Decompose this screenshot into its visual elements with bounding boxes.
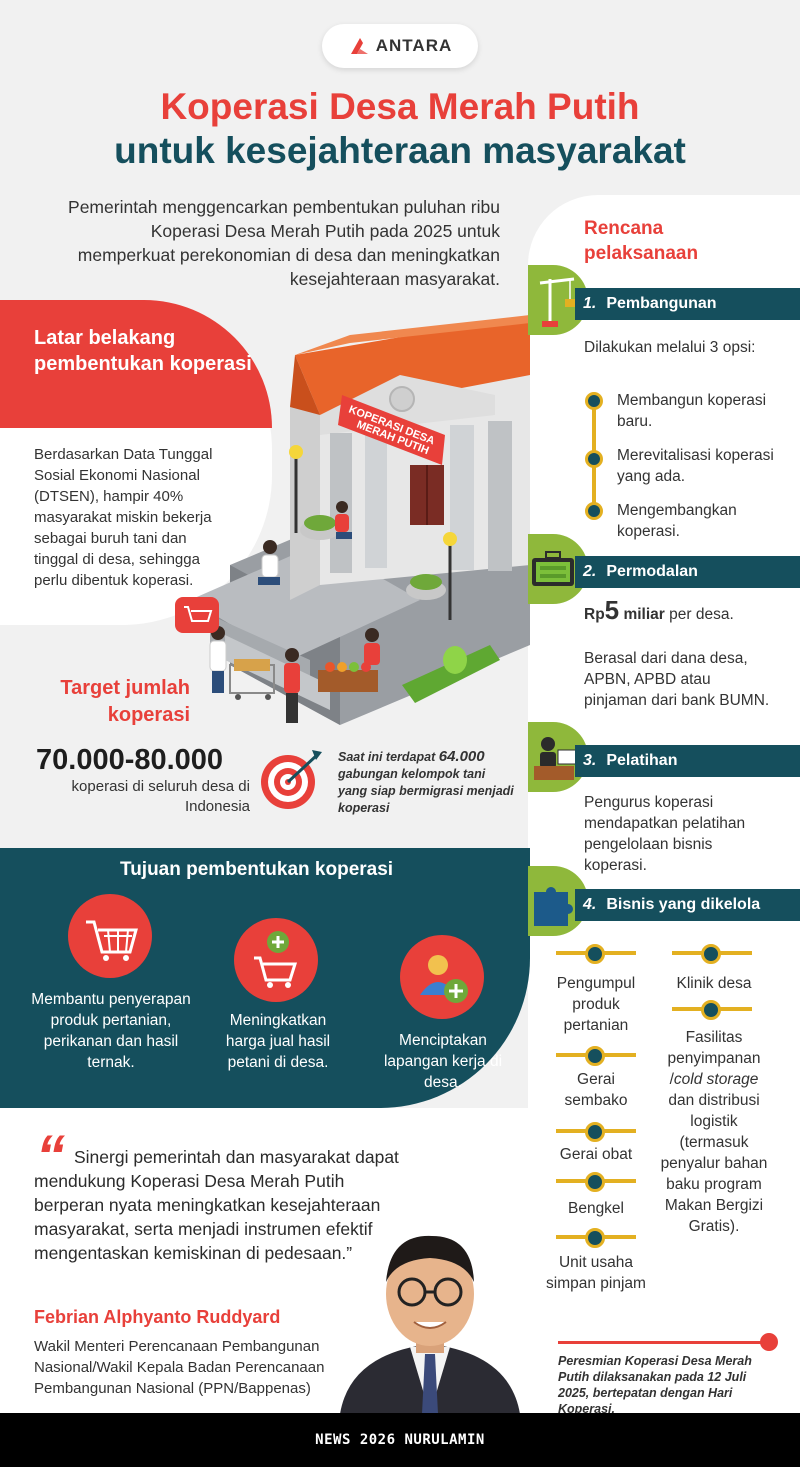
step-2-amount: Rp5 miliar per desa. [584,597,794,625]
step-1-label: Pembangunan [606,295,717,312]
business-item-2: Gerai sembako [564,1071,628,1109]
background-text: Berdasarkan Data Tunggal Sosial Ekonomi … [34,446,213,589]
step-2-label: Permodalan [606,563,698,580]
option-marker [585,392,603,410]
goal-text-3: Menciptakan lapangan kerja di desa. [383,1032,503,1091]
plan-panel [528,195,800,1413]
intro-text: Pemerintah menggencarkan pembentukan pul… [68,197,500,289]
business-marker [556,1122,636,1142]
step-3-bar: 3. Pelatihan [575,745,800,777]
target-title: Target jumlah koperasi [60,677,190,726]
money-case-icon [528,534,588,604]
business-marker [556,1228,636,1248]
business-marker [672,944,752,964]
goals-title: Tujuan pembentukan koperasi [120,859,394,880]
business-item-1: Pengumpul produk pertanian [556,975,636,1034]
step-2-bar: 2. Permodalan [575,556,800,588]
footer-banner: NEWS 2026 NURULAMIN [0,1413,800,1467]
goal-text-1: Membantu penyerapan produk pertanian, pe… [31,991,191,1071]
step-2-currency: Rp [584,606,605,623]
cart-plus-icon [234,918,318,1002]
business-item-6: Klinik desa [676,975,752,992]
business-item-7: Fasilitas penyimpanan /cold storage dan … [656,1027,772,1237]
step-3-text: Pengurus koperasi mendapatkan pelatihan … [584,794,746,874]
quote-mark-icon: “ [36,1124,65,1189]
business-item-7-post: dan distribusi logistik (termasuk penyal… [660,1092,768,1235]
business-item-7-italic: cold storage [673,1071,759,1088]
business-item-4: Bengkel [567,1200,624,1217]
cooperative-building-illustration: KOPERASI DESA MERAH PUTIH [175,315,530,725]
business-marker [556,944,636,964]
step-2-source: Berasal dari dana desa, APBN, APBD atau … [584,650,770,709]
presenter-icon [528,722,588,792]
inauguration-divider [558,1341,768,1344]
option-3: Mengembangkan koperasi. [617,502,737,540]
antara-logo-icon [350,38,368,54]
brand-name: ANTARA [375,36,453,55]
target-icon [261,750,322,809]
inauguration-dot [760,1333,778,1351]
step-1-bar: 1. Pembangunan [575,288,800,320]
inauguration-note: Peresmian Koperasi Desa Merah Putih dila… [558,1354,752,1416]
target-description: koperasi di seluruh desa di Indonesia [71,778,250,815]
business-marker [556,1046,636,1066]
target-number: 70.000-80.000 [36,744,224,776]
goal-text-2: Meningkatkan harga jual hasil petani di … [225,1012,331,1071]
business-item-7-pre: Fasilitas penyimpanan / [667,1029,761,1088]
business-marker [556,1172,636,1192]
quote-speaker-role: Wakil Menteri Perencanaan Pembangunan Na… [34,1338,325,1397]
business-item-3: Gerai obat [559,1146,633,1163]
target-note-prefix: Saat ini terdapat [338,750,439,764]
step-1-intro: Dilakukan melalui 3 opsi: [584,339,756,356]
brand-logo: ANTARA [322,24,478,68]
speaker-portrait [340,1235,520,1414]
option-1: Membangun koperasi baru. [617,392,767,430]
step-4-label: Bisnis yang dikelola [606,896,761,913]
quote-speaker-name: Febrian Alphyanto Ruddyard [34,1307,281,1327]
step-3-number: 3. [583,752,597,769]
target-note-suffix: gabungan kelompok tani yang siap bermigr… [338,767,514,815]
option-marker [585,450,603,468]
step-2-amount-suffix: per desa. [664,606,734,623]
quote-text: Sinergi pemerintah dan masyarakat dapat … [34,1147,399,1263]
business-item-5: Unit usaha simpan pinjam [546,1254,646,1292]
option-2: Merevitalisasi koperasi yang ada. [617,447,774,485]
target-note-number: 64.000 [438,748,485,765]
target-note: Saat ini terdapat 64.000 gabungan kelomp… [338,748,516,817]
person-plus-icon [400,935,484,1019]
step-4-bar: 4. Bisnis yang dikelola [575,889,800,921]
plan-title: Rencana pelaksanaan [584,218,699,264]
title-line-2: untuk kesejahteraan masyarakat [114,130,686,171]
step-2-amount-number: 5 [604,595,620,625]
background-title: Latar belakang pembentukan koperasi [34,327,252,375]
shopping-cart-icon [68,894,152,978]
option-marker [585,502,603,520]
step-4-number: 4. [583,896,597,913]
step-2-amount-unit: miliar [619,606,665,623]
business-marker [672,1000,752,1020]
step-2-number: 2. [583,563,597,580]
step-1-number: 1. [583,295,597,312]
title-line-1: Koperasi Desa Merah Putih [160,86,640,127]
step-3-label: Pelatihan [606,752,678,769]
